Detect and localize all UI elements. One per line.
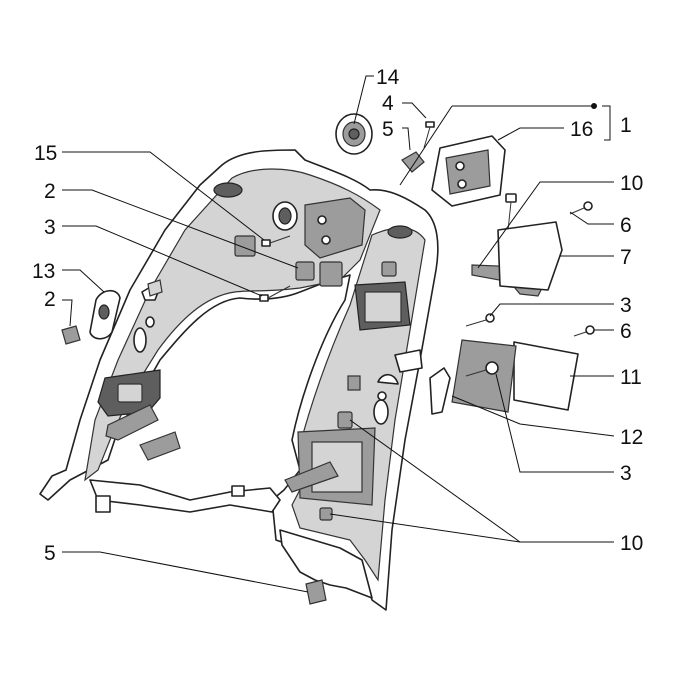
callout-2b: 2 bbox=[44, 288, 56, 311]
part-hook bbox=[429, 367, 451, 415]
part-5-clip-nut bbox=[401, 151, 425, 173]
callout-5b: 5 bbox=[44, 542, 56, 565]
inner-shield-body bbox=[39, 149, 439, 611]
callout-7: 7 bbox=[620, 246, 632, 269]
callout-15: 15 bbox=[34, 142, 57, 165]
callout-11: 11 bbox=[620, 366, 642, 389]
callout-6b: 6 bbox=[620, 320, 632, 343]
group-bracket-1 bbox=[591, 103, 611, 141]
leader-lines bbox=[62, 75, 615, 593]
callout-13: 13 bbox=[32, 260, 55, 283]
part-14-grommet bbox=[335, 113, 373, 155]
part-3-screw-a bbox=[259, 285, 291, 302]
part-12-plate bbox=[451, 339, 517, 413]
callout-14: 14 bbox=[376, 66, 400, 89]
part-4-screw bbox=[423, 121, 435, 149]
part-2-clip-nut bbox=[61, 325, 81, 345]
callout-3: 3 bbox=[44, 216, 56, 239]
callout-2: 2 bbox=[44, 180, 56, 203]
callout-1: 1 bbox=[620, 114, 632, 137]
part-3-screw-c bbox=[465, 361, 499, 377]
callout-10b: 10 bbox=[620, 532, 643, 555]
part-3-screw-b bbox=[465, 313, 495, 327]
part-16-lock-box bbox=[431, 135, 506, 207]
part-5-bottom-clip bbox=[305, 579, 327, 605]
callout-4: 4 bbox=[382, 92, 394, 115]
part-6-screw-lower bbox=[573, 325, 595, 337]
callout-3b: 3 bbox=[620, 294, 632, 317]
part-7-cover-plate bbox=[497, 221, 563, 291]
callout-12: 12 bbox=[620, 426, 643, 449]
part-13-grommet bbox=[89, 289, 121, 340]
part-15-screw bbox=[261, 235, 291, 247]
part-11-plate bbox=[513, 341, 579, 411]
callout-10: 10 bbox=[620, 172, 643, 195]
callout-5: 5 bbox=[382, 118, 394, 141]
callout-3c: 3 bbox=[620, 462, 632, 485]
callout-16: 16 bbox=[570, 118, 593, 141]
part-6-screw-upper bbox=[569, 201, 593, 215]
callout-6: 6 bbox=[620, 214, 632, 237]
